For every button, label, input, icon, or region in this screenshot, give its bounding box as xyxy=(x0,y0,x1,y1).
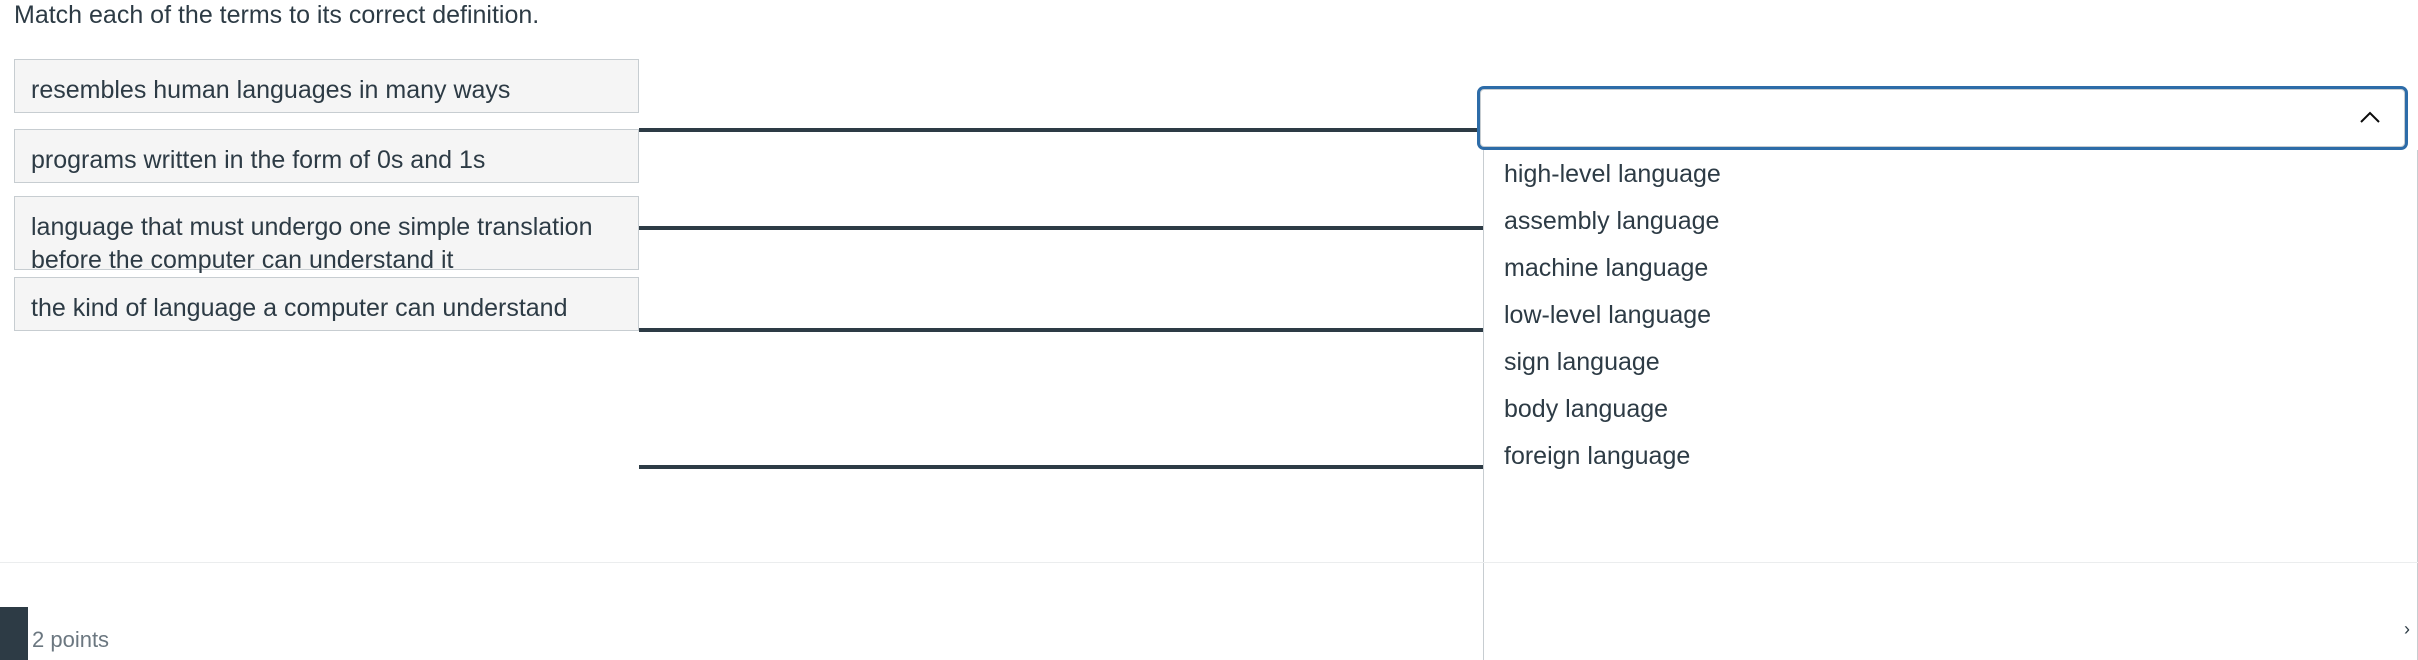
term-box[interactable]: language that must undergo one simple tr… xyxy=(14,196,639,274)
chevron-up-icon[interactable] xyxy=(2356,104,2384,132)
term-box[interactable]: the kind of language a computer can unde… xyxy=(14,277,639,331)
footer-divider xyxy=(0,562,2418,563)
option-item[interactable]: assembly language xyxy=(1484,197,2417,244)
connector-line xyxy=(639,128,1484,132)
connector-line xyxy=(639,328,1484,332)
points-label: 2 points xyxy=(32,627,110,652)
term-box[interactable]: programs written in the form of 0s and 1… xyxy=(14,129,639,183)
points-marker xyxy=(0,607,28,660)
option-item[interactable]: body language xyxy=(1484,385,2417,432)
connector-line xyxy=(639,465,1484,469)
option-item[interactable]: high-level language xyxy=(1484,150,2417,197)
answer-options-list[interactable]: high-level language assembly language ma… xyxy=(1483,150,2418,660)
option-item[interactable]: foreign language xyxy=(1484,432,2417,479)
connector-line xyxy=(639,226,1484,230)
answer-select-combobox[interactable] xyxy=(1480,89,2405,147)
question-prompt: Match each of the terms to its correct d… xyxy=(14,1,540,29)
term-box[interactable]: resembles human languages in many ways xyxy=(14,59,639,113)
option-item[interactable]: low-level language xyxy=(1484,291,2417,338)
option-item[interactable]: sign language xyxy=(1484,338,2417,385)
option-item[interactable]: machine language xyxy=(1484,244,2417,291)
chevron-right-icon[interactable]: › xyxy=(2404,619,2410,639)
